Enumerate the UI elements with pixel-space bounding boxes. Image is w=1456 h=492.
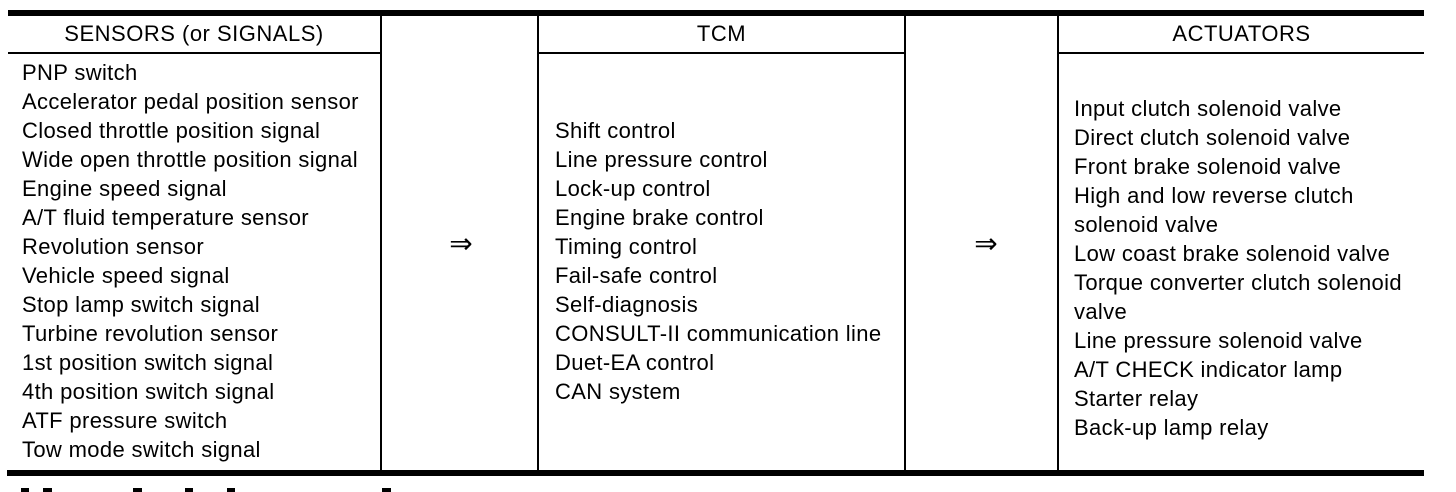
actuators-list-item: Front brake solenoid valve bbox=[1074, 154, 1342, 179]
sensors-list-item: Stop lamp switch signal bbox=[22, 292, 260, 317]
cropped-text-fragment bbox=[227, 488, 235, 492]
sensors-list-item: Turbine revolution sensor bbox=[22, 321, 279, 346]
tcm-list-item: Timing control bbox=[555, 234, 698, 259]
flow-arrow-icon: ⇒ bbox=[974, 227, 998, 260]
actuators-list-item: A/T CHECK indicator lamp bbox=[1074, 357, 1343, 382]
sensors-list-item: Revolution sensor bbox=[22, 234, 205, 259]
actuators-list-item: Line pressure solenoid valve bbox=[1074, 328, 1363, 353]
actuators-column-left-border bbox=[1057, 11, 1059, 476]
tcm-column-header: TCM bbox=[696, 21, 747, 46]
tcm-list-item: Lock-up control bbox=[555, 176, 711, 201]
cropped-text-fragment bbox=[21, 488, 29, 492]
actuators-list-item: High and low reverse clutch solenoid val… bbox=[1074, 183, 1354, 237]
sensors-list-item: Accelerator pedal position sensor bbox=[22, 89, 359, 114]
cropped-text-fragment bbox=[185, 488, 193, 492]
actuators-list-item: Direct clutch solenoid valve bbox=[1074, 125, 1351, 150]
cropped-text-fragment bbox=[133, 488, 142, 492]
sensors-column-right-border bbox=[380, 11, 382, 476]
table-bottom-border bbox=[7, 470, 1424, 476]
actuators-list-item: Low coast brake solenoid valve bbox=[1074, 241, 1391, 266]
tcm-list-item: Self-diagnosis bbox=[555, 292, 699, 317]
tcm-column-right-border bbox=[904, 11, 906, 476]
table-top-border bbox=[8, 10, 1424, 16]
actuators-list-item: Back-up lamp relay bbox=[1074, 415, 1269, 440]
flow-arrow-icon: ⇒ bbox=[449, 227, 473, 260]
actuators-list-item: Torque converter clutch solenoid valve bbox=[1074, 270, 1402, 324]
tcm-list-item: Line pressure control bbox=[555, 147, 768, 172]
sensors-list-item: Closed throttle position signal bbox=[22, 118, 321, 143]
tcm-list-item: CONSULT-II communication line bbox=[555, 321, 882, 346]
actuators-header-underline bbox=[1057, 52, 1424, 54]
tcm-list-item: Shift control bbox=[555, 118, 676, 143]
tcm-list-item: Engine brake control bbox=[555, 205, 764, 230]
tcm-list-item: Duet-EA control bbox=[555, 350, 715, 375]
tcm-list-item: Fail-safe control bbox=[555, 263, 718, 288]
sensors-list-item: ATF pressure switch bbox=[22, 408, 228, 433]
sensors-list-item: Engine speed signal bbox=[22, 176, 227, 201]
sensors-list-item: A/T fluid temperature sensor bbox=[22, 205, 309, 230]
sensors-list-item: Vehicle speed signal bbox=[22, 263, 230, 288]
sensors-list-item: Tow mode switch signal bbox=[22, 437, 261, 462]
sensors-list-item: Wide open throttle position signal bbox=[22, 147, 358, 172]
tcm-column-left-border bbox=[537, 11, 539, 476]
tcm-list-item: CAN system bbox=[555, 379, 681, 404]
sensors-list-item: 1st position switch signal bbox=[22, 350, 274, 375]
sensors-column-header: SENSORS (or SIGNALS) bbox=[64, 21, 324, 46]
actuators-list-item: Input clutch solenoid valve bbox=[1074, 96, 1342, 121]
cropped-text-fragment bbox=[382, 488, 391, 492]
sensors-list-item: 4th position switch signal bbox=[22, 379, 275, 404]
sensors-header-underline bbox=[8, 52, 381, 54]
actuators-list-item: Starter relay bbox=[1074, 386, 1199, 411]
cropped-text-fragment bbox=[43, 488, 52, 492]
actuators-column-header: ACTUATORS bbox=[1172, 21, 1311, 46]
sensors-list-item: PNP switch bbox=[22, 60, 138, 85]
tcm-header-underline bbox=[537, 52, 906, 54]
